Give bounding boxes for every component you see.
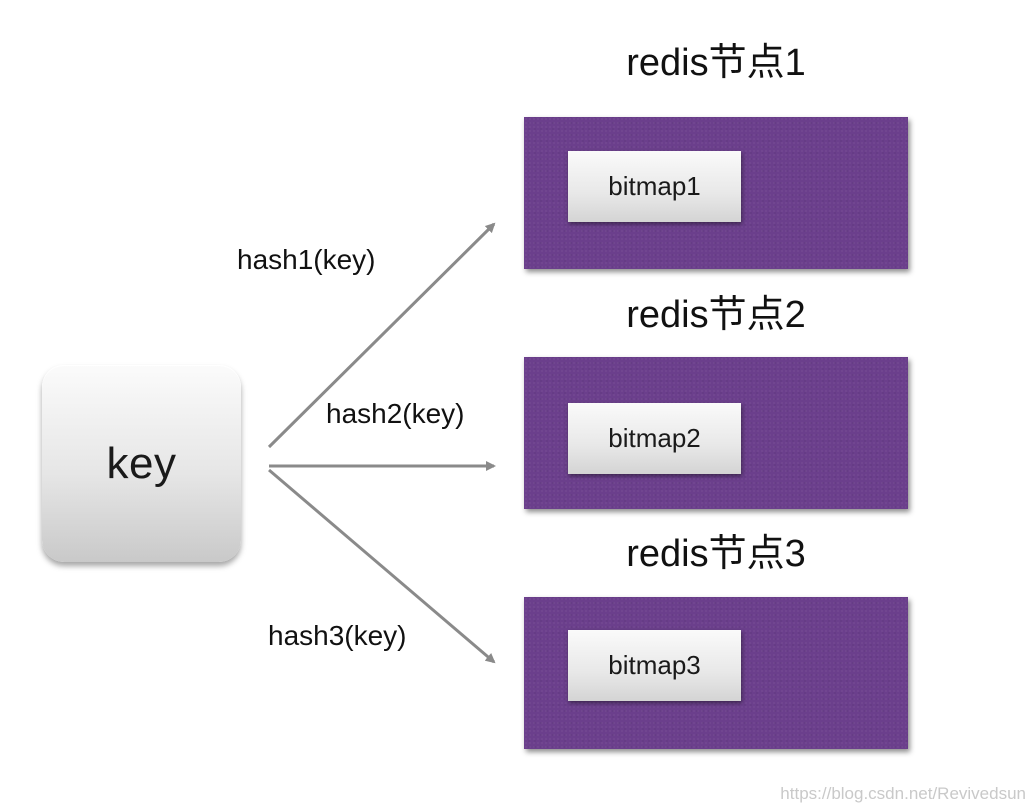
redis-node-1: bitmap1 bbox=[524, 117, 908, 269]
key-box: key bbox=[42, 365, 241, 562]
bitmap-2-label: bitmap2 bbox=[608, 423, 701, 453]
key-label: key bbox=[106, 438, 177, 488]
edge-label-hash1: hash1(key) bbox=[237, 244, 376, 275]
edge-label-hash2: hash2(key) bbox=[326, 398, 465, 429]
redis-node-2: bitmap2 bbox=[524, 357, 908, 509]
bitmap-1-label: bitmap1 bbox=[608, 171, 701, 201]
redis-node-3: bitmap3 bbox=[524, 597, 908, 749]
watermark: https://blog.csdn.net/Revivedsun bbox=[780, 784, 1026, 803]
bitmap-3-label: bitmap3 bbox=[608, 650, 701, 680]
node-1-title: redis节点1 bbox=[626, 42, 806, 84]
arrow-hash3 bbox=[268, 468, 496, 664]
arrow-hash1 bbox=[267, 222, 496, 449]
bitmap-2-box: bitmap2 bbox=[568, 403, 741, 474]
edge-label-hash3: hash3(key) bbox=[268, 620, 407, 651]
node-2-title: redis节点2 bbox=[626, 294, 806, 336]
node-3-title: redis节点3 bbox=[626, 533, 806, 575]
bitmap-1-box: bitmap1 bbox=[568, 151, 741, 222]
bitmap-3-box: bitmap3 bbox=[568, 630, 741, 701]
